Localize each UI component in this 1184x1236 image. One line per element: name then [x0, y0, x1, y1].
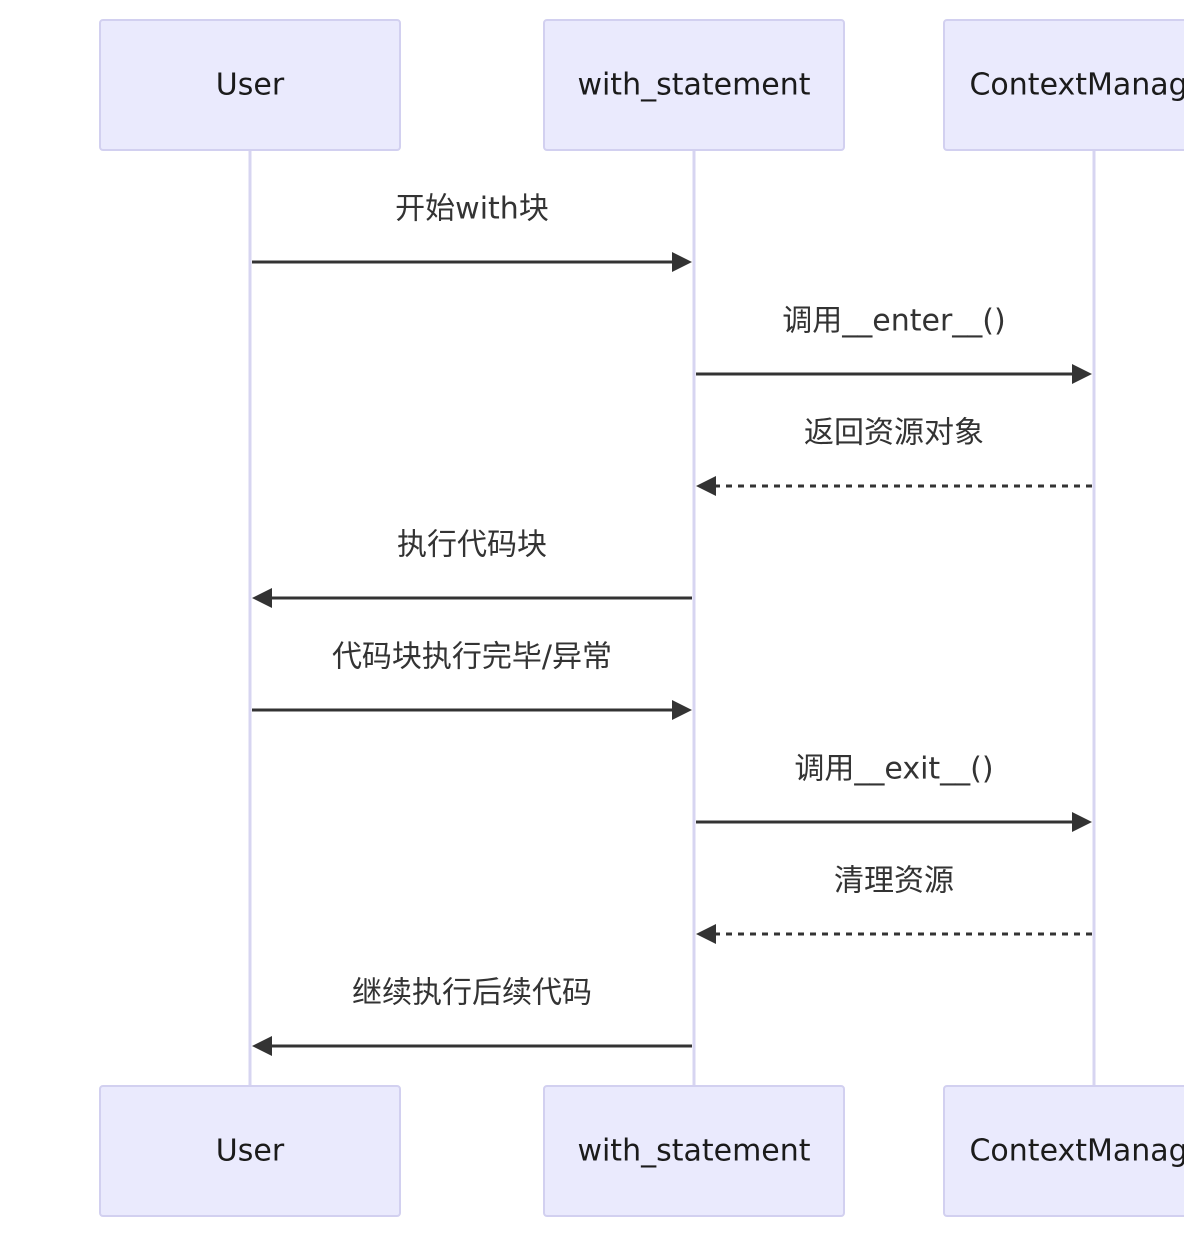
message-label: 代码块执行完毕/异常 — [332, 640, 612, 675]
actors-top: User with_statement ContextManager — [99, 19, 1184, 151]
actor-bottom-ctx: ContextManager — [943, 1085, 1184, 1217]
actor-label: with_statement — [577, 68, 810, 103]
arrowhead-icon — [696, 924, 716, 944]
actor-label: User — [216, 68, 285, 103]
arrowhead-icon — [672, 700, 692, 720]
message-label: 清理资源 — [834, 864, 954, 899]
actor-box — [99, 19, 401, 151]
actor-label: ContextManager — [969, 68, 1184, 103]
message-8: 继续执行后续代码 — [252, 976, 692, 1056]
message-6: 调用__exit__() — [696, 752, 1092, 832]
arrowhead-icon — [1072, 364, 1092, 384]
arrowhead-icon — [252, 1036, 272, 1056]
arrowhead-icon — [1072, 812, 1092, 832]
message-label: 继续执行后续代码 — [352, 976, 592, 1011]
message-1: 开始with块 — [252, 192, 692, 272]
actor-top-user: User — [99, 19, 401, 151]
message-label: 调用__enter__() — [782, 304, 1005, 339]
actor-box — [943, 19, 1184, 151]
actor-top-with: with_statement — [543, 19, 845, 151]
actor-label: ContextManager — [969, 1134, 1184, 1169]
message-3: 返回资源对象 — [696, 416, 1092, 496]
message-4: 执行代码块 — [252, 528, 692, 608]
message-7: 清理资源 — [696, 864, 1092, 944]
lifelines — [248, 150, 1096, 1086]
arrowhead-icon — [672, 252, 692, 272]
actor-bottom-user: User — [99, 1085, 401, 1217]
actor-box — [99, 1085, 401, 1217]
message-label: 执行代码块 — [397, 528, 547, 563]
message-2: 调用__enter__() — [696, 304, 1092, 384]
message-5: 代码块执行完毕/异常 — [252, 640, 692, 720]
actors-bottom: User with_statement ContextManager — [99, 1085, 1184, 1217]
actor-top-ctx: ContextManager — [943, 19, 1184, 151]
message-label: 开始with块 — [395, 192, 549, 227]
arrowhead-icon — [696, 476, 716, 496]
actor-box — [543, 1085, 845, 1217]
actor-bottom-with: with_statement — [543, 1085, 845, 1217]
actor-label: User — [216, 1134, 285, 1169]
message-label: 返回资源对象 — [804, 416, 984, 451]
actor-label: with_statement — [577, 1134, 810, 1169]
arrowhead-icon — [252, 588, 272, 608]
message-label: 调用__exit__() — [794, 752, 993, 787]
actor-box — [543, 19, 845, 151]
actor-box — [943, 1085, 1184, 1217]
